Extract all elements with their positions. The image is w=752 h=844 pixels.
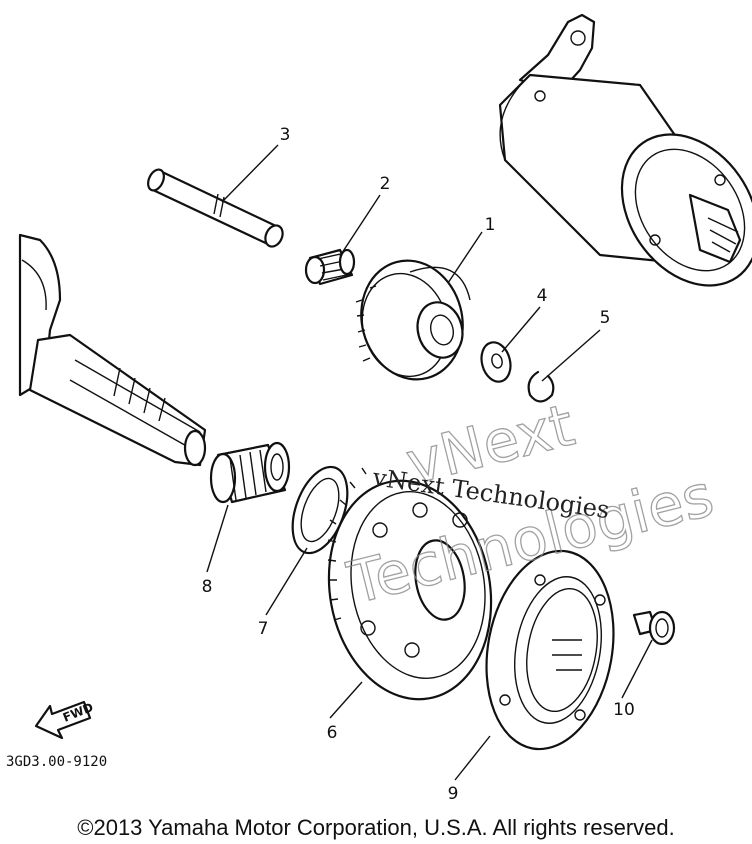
callout-4: 4 (537, 286, 548, 306)
crankshaft (18, 233, 207, 467)
callout-7: 7 (258, 619, 269, 639)
part-6-wheel-gear (327, 467, 493, 701)
callout-numbers: 1 2 3 4 5 6 7 8 9 10 (202, 125, 635, 804)
part-5-circlip (527, 370, 555, 403)
part-9-one-way-clutch (485, 549, 615, 751)
part-3-shaft (147, 168, 284, 248)
callout-5: 5 (600, 308, 611, 328)
copyright-notice: ©2013 Yamaha Motor Corporation, U.S.A. A… (77, 815, 675, 840)
callout-6: 6 (327, 723, 338, 743)
part-4-washer (480, 341, 512, 383)
starter-motor (498, 13, 752, 287)
callout-3: 3 (280, 125, 291, 145)
callout-2: 2 (380, 174, 391, 194)
part-2-needle-bearing (304, 248, 356, 286)
fwd-arrow-icon: FWD (34, 700, 95, 740)
callout-1: 1 (485, 215, 496, 235)
part-1-starter-gear (355, 259, 471, 381)
leader-lines (206, 144, 653, 781)
part-8-bearing (209, 441, 291, 504)
callout-9: 9 (448, 784, 459, 804)
part-10-bolt (632, 610, 676, 646)
callout-8: 8 (202, 577, 213, 597)
callout-10: 10 (613, 700, 635, 720)
diagram-reference-code: 3GD3.00-9120 (6, 754, 107, 770)
